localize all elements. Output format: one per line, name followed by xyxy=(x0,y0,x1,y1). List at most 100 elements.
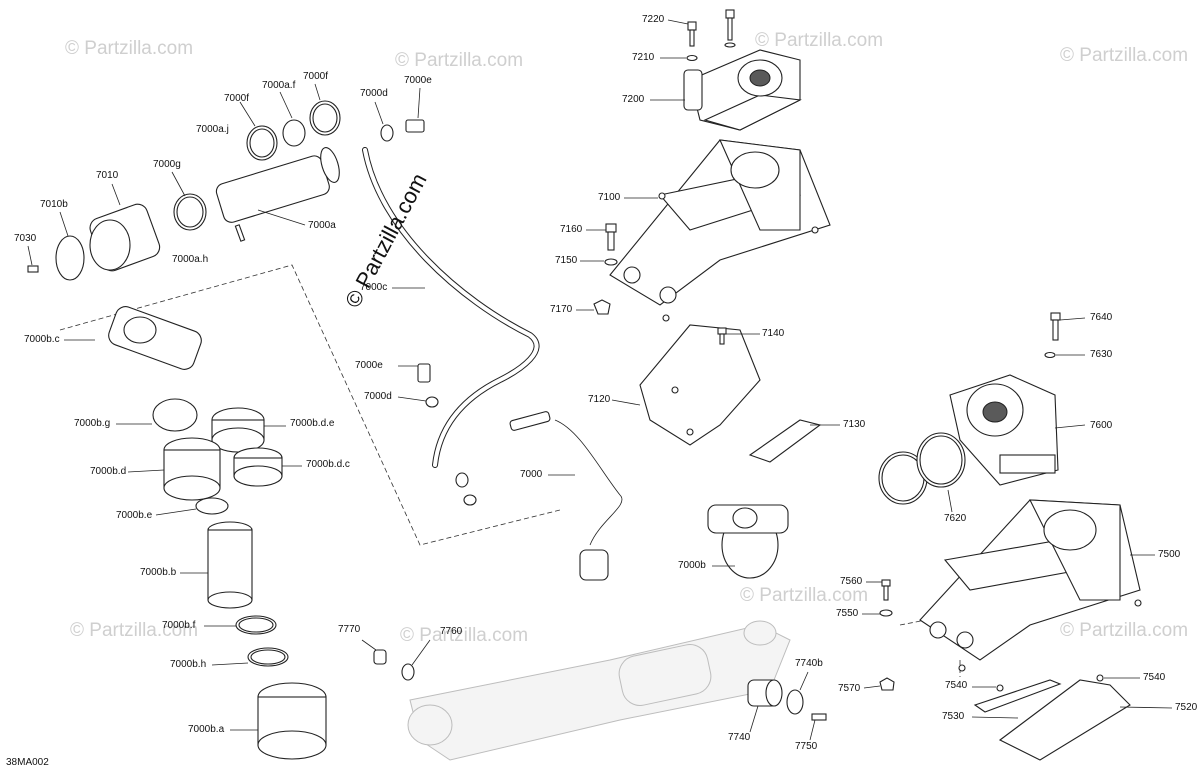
ring-7000g xyxy=(171,171,207,231)
pin-7770 xyxy=(361,639,387,665)
screw-7750 xyxy=(809,713,827,741)
column-7000b xyxy=(64,306,327,760)
part-label: 7000c xyxy=(360,282,388,293)
clip-7530 xyxy=(971,679,1062,719)
part-label: 7000b.c xyxy=(24,334,60,345)
bolt-7640 xyxy=(1044,312,1086,359)
part-label: 7560 xyxy=(840,576,863,587)
part-label: 7000e xyxy=(404,75,432,86)
washer-7150 xyxy=(580,258,618,266)
part-label: 7000b.d xyxy=(90,466,127,477)
part-label: 7540 xyxy=(945,680,968,691)
bracket-7520 xyxy=(998,679,1173,761)
part-label: 7000b.b xyxy=(140,567,177,578)
part-label: 7750 xyxy=(795,741,818,752)
part-label: 7100 xyxy=(598,192,621,203)
part-label: 7000b xyxy=(678,560,706,571)
bracket-7200 xyxy=(650,49,802,131)
part-label: 7000a.f xyxy=(262,80,296,91)
cover-7120 xyxy=(611,324,761,446)
part-label: 7210 xyxy=(632,52,655,63)
part-label: 7000f xyxy=(303,71,329,82)
part-label: 7200 xyxy=(622,94,645,105)
part-label: 7000b.g xyxy=(74,418,111,429)
screw-7140 xyxy=(717,327,760,345)
shock-assembly xyxy=(407,620,791,761)
hose-7000c xyxy=(362,147,540,506)
part-label: 7000e xyxy=(355,360,383,371)
part-label: 7170 xyxy=(550,304,573,315)
part-label: 7160 xyxy=(560,224,583,235)
watermark: © Partzilla.com xyxy=(70,620,199,641)
part-label: 7500 xyxy=(1158,549,1181,560)
unit-7000b xyxy=(707,504,789,579)
nut-7170 xyxy=(576,299,611,315)
watermark: © Partzilla.com xyxy=(1060,45,1189,66)
screws-7540 xyxy=(972,674,1140,692)
part-label: 7140 xyxy=(762,328,785,339)
part-label: 7640 xyxy=(1090,312,1113,323)
watermark: © Partzilla.com xyxy=(1060,620,1189,641)
part-label: 7770 xyxy=(338,624,361,635)
part-label: 7220 xyxy=(642,14,665,25)
part-label: 7740 xyxy=(728,732,751,743)
sensor-7000 xyxy=(509,411,623,581)
base-7500 xyxy=(919,499,1155,672)
part-label: 7000b.e xyxy=(116,510,153,521)
part-label: 7000a.j xyxy=(196,124,229,135)
part-label: 7010b xyxy=(40,199,68,210)
part-label: 7540 xyxy=(1143,672,1166,683)
part-label: 7760 xyxy=(440,626,463,637)
screw-7030 xyxy=(27,245,39,273)
watermark: © Partzilla.com xyxy=(755,30,884,51)
part-label: 7000f xyxy=(224,93,250,104)
part-label: 7120 xyxy=(588,394,611,405)
watermark: © Partzilla.com xyxy=(400,625,529,646)
part-label: 7000d xyxy=(364,391,392,402)
knob-7740 xyxy=(747,679,783,733)
part-label: 7000a.h xyxy=(172,254,209,265)
cap-7010 xyxy=(89,183,161,272)
fitting-7000e-lower xyxy=(397,363,439,408)
part-label: 7150 xyxy=(555,255,578,266)
diagram-code: 38MA002 xyxy=(6,757,49,768)
part-label: 7000b.a xyxy=(188,724,225,735)
watermark: © Partzilla.com xyxy=(65,38,194,59)
reservoir-7000a xyxy=(215,147,340,242)
plate-7010b xyxy=(55,211,85,281)
part-label: 7000 xyxy=(520,469,543,480)
part-label: 7000b.d.c xyxy=(306,459,350,470)
watermark: © Partzilla.com xyxy=(740,585,869,606)
part-label: 7000a xyxy=(308,220,336,231)
part-label: 7570 xyxy=(838,683,861,694)
seal-ring-7620 xyxy=(878,432,966,513)
part-label: 7550 xyxy=(836,608,859,619)
plate-7740b xyxy=(786,671,809,715)
fitting-7000d xyxy=(374,87,425,142)
bolt-7220 xyxy=(660,9,736,62)
part-label: 7000b.f xyxy=(162,620,196,631)
clip-7760 xyxy=(401,639,431,681)
part-label: 7520 xyxy=(1175,702,1198,713)
part-label: 7000g xyxy=(153,159,181,170)
part-label: 7000b.h xyxy=(170,659,207,670)
bracket-7600 xyxy=(949,374,1086,486)
part-label: 7630 xyxy=(1090,349,1113,360)
part-label: 7010 xyxy=(96,170,119,181)
rings-7000f xyxy=(239,83,341,161)
watermark: © Partzilla.com xyxy=(395,50,524,71)
part-label: 7740b xyxy=(795,658,823,669)
part-label: 7000d xyxy=(360,88,388,99)
bolt-7560 xyxy=(862,579,893,617)
part-label: 7530 xyxy=(942,711,965,722)
part-label: 7130 xyxy=(843,419,866,430)
shock-group-boundary xyxy=(59,264,561,546)
nut-7570 xyxy=(863,677,895,691)
part-label: 7620 xyxy=(944,513,967,524)
bolt-7160 xyxy=(586,223,617,251)
part-label: 7600 xyxy=(1090,420,1113,431)
part-label: 7030 xyxy=(14,233,37,244)
clip-7130 xyxy=(748,419,840,463)
